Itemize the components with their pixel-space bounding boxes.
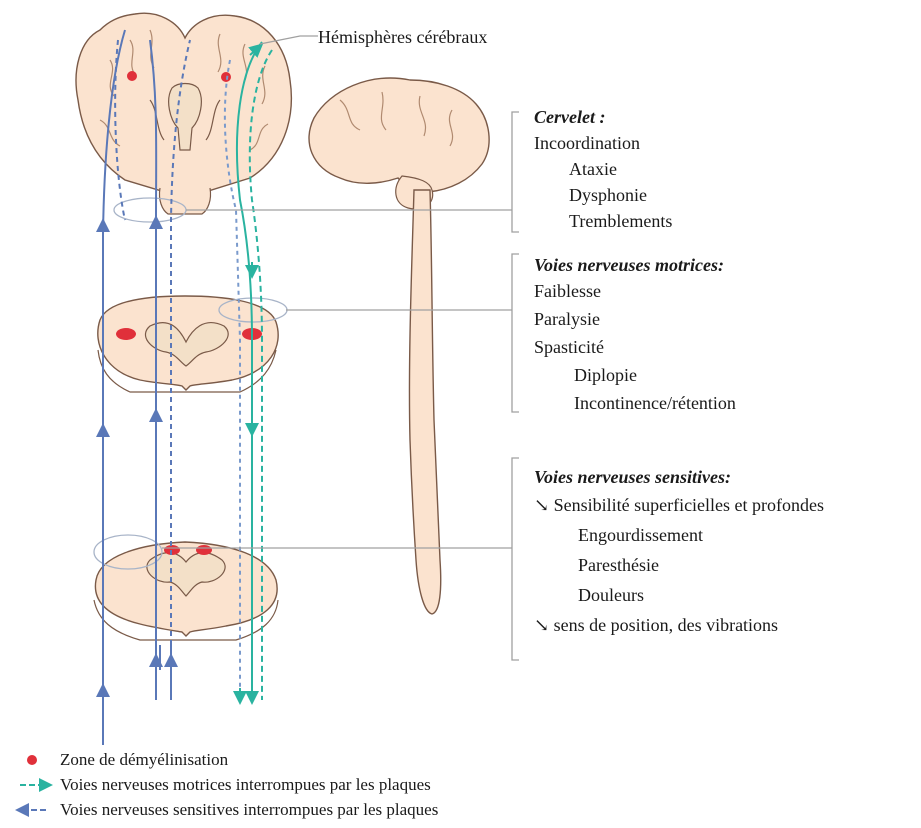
sensory-heading: Voies nerveuses sensitives: (534, 466, 731, 488)
sensory-item: ↘ sens de position, des vibrations (534, 614, 778, 636)
motor-item: Diplopie (574, 364, 637, 386)
sensory-item: ↘ Sensibilité superficielles et profonde… (534, 494, 824, 516)
cervelet-heading: Cervelet : (534, 106, 605, 128)
lesion-dot (196, 545, 212, 555)
hemispheres-label: Hémisphères cérébraux (318, 26, 487, 48)
motor-item: Paralysie (534, 308, 600, 330)
legend-label-sensory: Voies nerveuses sensitives interrompues … (60, 799, 438, 821)
sensory-item: Engourdissement (578, 524, 703, 546)
cervelet-item: Tremblements (569, 210, 672, 232)
section-brackets (512, 112, 519, 660)
cervelet-item: Ataxie (569, 158, 617, 180)
lesion-dot (221, 72, 231, 82)
lesion-dot (127, 71, 137, 81)
spinal-cord-section (94, 542, 278, 640)
motor-item: Incontinence/rétention (574, 392, 736, 414)
legend-symbols (20, 755, 46, 810)
brain-side-view (309, 78, 489, 614)
motor-heading: Voies nerveuses motrices: (534, 254, 724, 276)
motor-item: Spasticité (534, 336, 604, 358)
lesion-dot (116, 328, 136, 340)
legend-label-lesion: Zone de démyélinisation (60, 749, 228, 771)
motor-item: Faiblesse (534, 280, 601, 302)
brain-section (76, 13, 291, 214)
legend-red-dot-icon (27, 755, 37, 765)
cervelet-item: Dysphonie (569, 184, 647, 206)
sensory-item: Paresthésie (578, 554, 659, 576)
sensory-item: Douleurs (578, 584, 644, 606)
cervelet-item: Incoordination (534, 132, 640, 154)
legend-label-motor: Voies nerveuses motrices interrompues pa… (60, 774, 431, 796)
